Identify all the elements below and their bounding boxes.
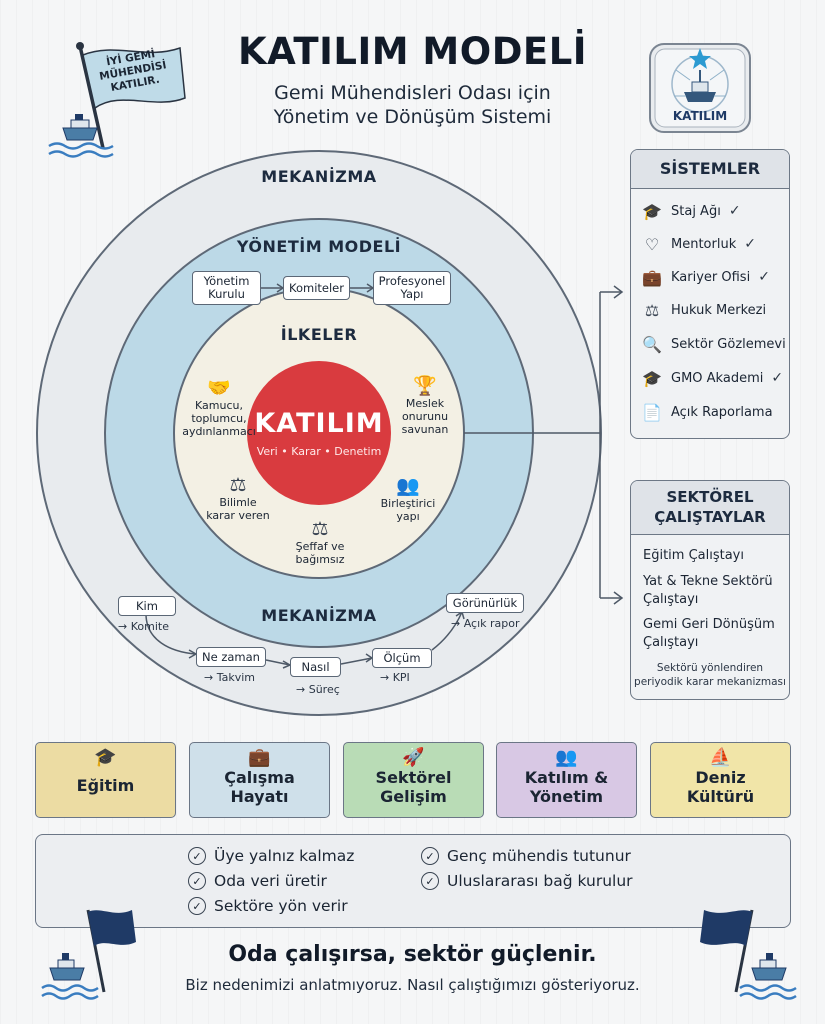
magnifier-icon: 🔍 — [642, 334, 662, 354]
outcome-item: ✓Sektöre yön verir — [188, 897, 348, 915]
mechanism-visibility: Görünürlük — [446, 593, 524, 613]
logo-badge-icon — [649, 43, 751, 133]
katilim-logo: KATILIM — [646, 40, 754, 136]
sailboat-icon: ⛵ — [709, 747, 732, 768]
workshop-education: Eğitim Çalıştayı — [643, 548, 744, 563]
ring-label-mechanism-bottom: MEKANİZMA — [261, 606, 377, 625]
people-icon: 👥 — [555, 747, 578, 768]
scales-icon: ⚖ — [229, 474, 247, 496]
system-item-reporting: 📄Açık Raporlama — [642, 402, 773, 422]
briefcase-icon: 💼 — [248, 747, 271, 768]
ring-diagram — [36, 150, 624, 716]
scales-icon: ⚖ — [644, 300, 660, 320]
systems-panel: SİSTEMLER 🎓Staj Ağı✓ ♡Mentorluk✓ 💼Kariye… — [630, 149, 790, 439]
flag-ship-left-icon — [41, 909, 136, 1000]
outcome-item: ✓Oda veri üretir — [188, 872, 327, 890]
graduation-cap-icon: 🎓 — [94, 747, 117, 768]
people-icon: 👥 — [396, 475, 420, 497]
scales-icon: ⚖ — [311, 518, 329, 540]
core-subtitle: Veri • Karar • Denetim — [256, 445, 382, 458]
mechanism-how-sub: → Süreç — [296, 683, 340, 696]
outcomes-panel: ✓Üye yalnız kalmaz ✓Oda veri üretir ✓Sek… — [35, 834, 791, 928]
mechanism-when: Ne zaman — [196, 647, 266, 667]
mechanism-who: Kim — [118, 596, 176, 616]
mechanism-measure: Ölçüm — [372, 648, 432, 668]
system-item-legal: ⚖Hukuk Merkezi — [641, 295, 766, 325]
system-item-internship: 🎓Staj Ağı✓ — [642, 201, 741, 221]
check-circle-icon: ✓ — [188, 897, 206, 915]
check-circle-icon: ✓ — [188, 872, 206, 890]
pillar-participation: 👥 Katılım &Yönetim — [496, 742, 637, 818]
flag-left: İYİ GEMİ MÜHENDİSİ KATILIR. — [45, 40, 195, 165]
mechanism-how: Nasıl — [290, 657, 341, 677]
mechanism-who-sub: → Komite — [118, 620, 169, 633]
document-icon: 📄 — [642, 402, 662, 422]
outcome-item: ✓Genç mühendis tutunur — [421, 847, 631, 865]
systems-title: SİSTEMLER — [631, 150, 789, 189]
principle-public: 🤝 Kamucu,toplumcu,aydınlanmacı — [178, 376, 260, 438]
subtitle-line-1: Gemi Mühendisleri Odası için — [274, 82, 551, 104]
mechanism-visibility-sub: → Açık rapor — [451, 617, 520, 630]
graduation-cap-icon: 🎓 — [642, 201, 662, 221]
system-item-career: 💼Kariyer Ofisi✓ — [642, 267, 770, 287]
system-item-academy: 🎓GMO Akademi✓ — [642, 368, 784, 388]
check-circle-icon: ✓ — [421, 872, 439, 890]
check-icon: ✓ — [744, 236, 756, 252]
heart-icon: ♡ — [644, 234, 660, 254]
workshops-title: SEKTÖREL ÇALIŞTAYLAR — [631, 481, 789, 535]
briefcase-icon: 💼 — [642, 267, 662, 287]
footer-headline: Oda çalışırsa, sektör güçlenir. — [228, 942, 597, 967]
logo-label: KATILIM — [672, 109, 728, 123]
outcome-item: ✓Uluslararası bağ kurulur — [421, 872, 633, 890]
mechanism-measure-sub: → KPI — [380, 671, 410, 684]
footer-tagline: Biz nedenimizi anlatmıyoruz. Nasıl çalış… — [185, 976, 640, 994]
subtitle-line-2: Yönetim ve Dönüşüm Sistemi — [273, 106, 552, 128]
handshake-icon: 🤝 — [207, 377, 231, 399]
ring-label-management: YÖNETİM MODELİ — [236, 237, 402, 256]
check-icon: ✓ — [771, 370, 784, 386]
pillar-education: 🎓 Eğitim — [35, 742, 176, 818]
management-box-committees: Komiteler — [283, 276, 350, 300]
graduation-cap-icon: 🎓 — [642, 368, 662, 388]
panel-connector — [464, 285, 624, 605]
workshops-panel: SEKTÖREL ÇALIŞTAYLAR Eğitim Çalıştayı Ya… — [630, 480, 790, 700]
page-title: KATILIM MODELİ — [237, 30, 588, 73]
core-circle — [247, 361, 391, 505]
check-circle-icon: ✓ — [188, 847, 206, 865]
rocket-icon: 🚀 — [402, 747, 425, 768]
core-title: KATILIM — [254, 408, 384, 439]
check-icon: ✓ — [728, 203, 741, 219]
ring-label-mechanism-top: MEKANİZMA — [261, 167, 377, 186]
check-icon: ✓ — [758, 269, 770, 285]
system-item-mentoring: ♡Mentorluk✓ — [641, 229, 756, 259]
system-item-observatory: 🔍Sektör Gözlemevi — [642, 334, 786, 354]
ring-label-principles: İLKELER — [280, 325, 358, 344]
outcome-item: ✓Üye yalnız kalmaz — [188, 847, 354, 865]
trophy-icon: 🏆 — [413, 375, 437, 397]
mechanism-when-sub: → Takvim — [204, 671, 256, 684]
check-circle-icon: ✓ — [421, 847, 439, 865]
flag-ship-right-icon — [700, 909, 797, 1000]
flag-ship-icon — [48, 42, 186, 158]
